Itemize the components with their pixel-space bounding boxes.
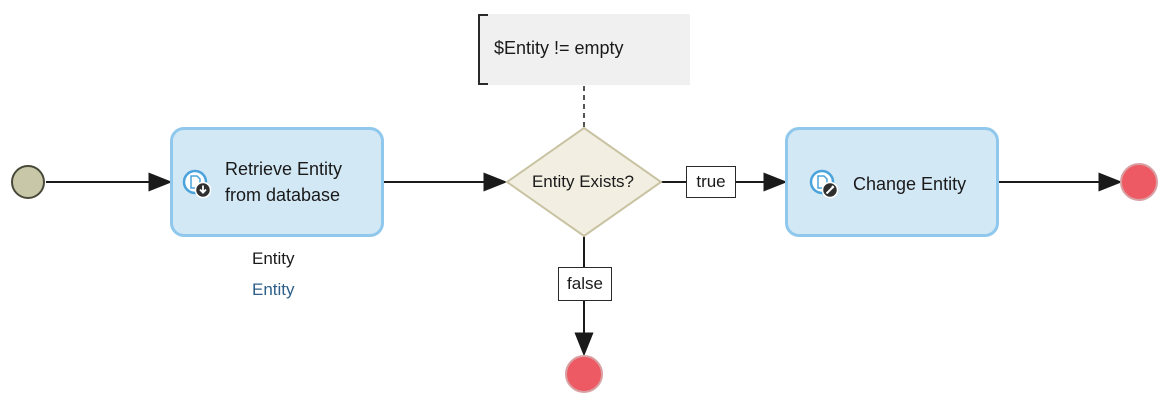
end-event-not-found[interactable] [565, 355, 603, 393]
output-variable-type: Entity [252, 280, 295, 299]
retrieve-activity-label: Retrieve Entity from database [225, 159, 343, 205]
retrieve-activity[interactable]: Retrieve Entity from database [170, 127, 384, 237]
change-activity-label: Change Entity [853, 174, 967, 194]
true-flow-label[interactable]: true [686, 166, 736, 198]
start-event[interactable] [11, 165, 45, 199]
annotation[interactable]: $Entity != empty [478, 14, 690, 85]
output-variable-name: Entity [252, 249, 295, 268]
annotation-text: $Entity != empty [494, 38, 624, 58]
end-event-success[interactable] [1120, 163, 1158, 201]
change-object-icon [809, 169, 839, 199]
retrieve-icon [182, 169, 212, 199]
change-activity[interactable]: Change Entity [785, 127, 999, 237]
decision-label: Entity Exists? [531, 172, 635, 191]
false-flow-label[interactable]: false [558, 267, 612, 301]
decision-diamond[interactable] [505, 126, 663, 238]
